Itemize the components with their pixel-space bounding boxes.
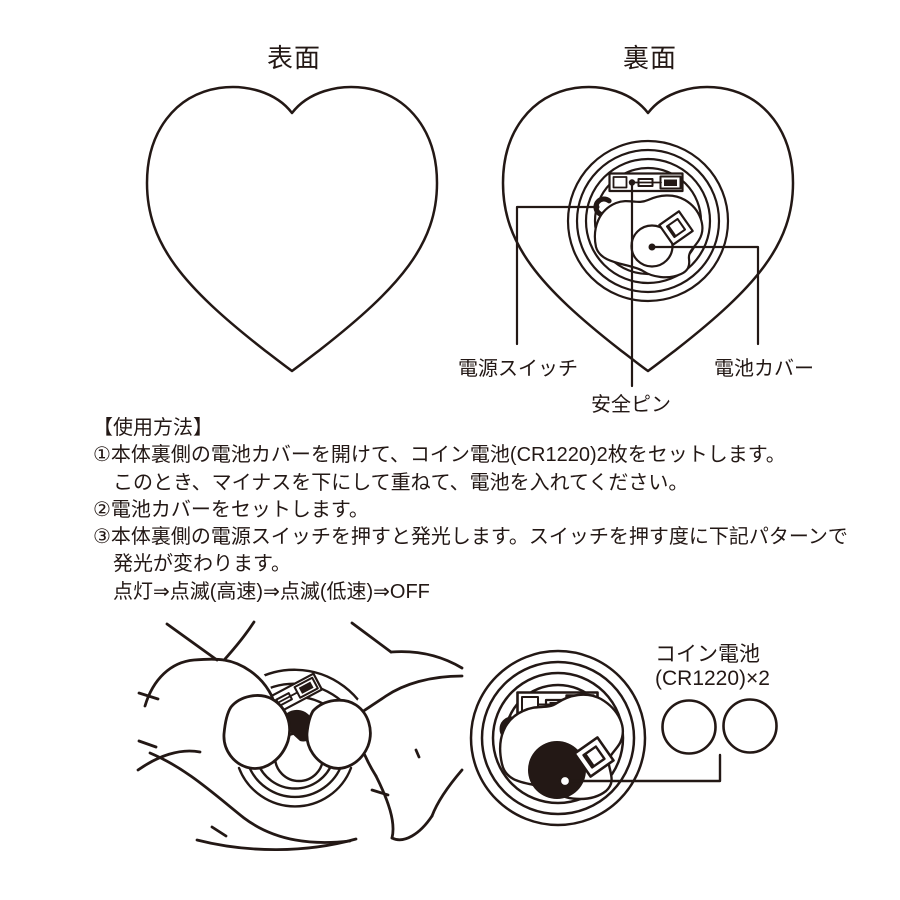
coin-battery-1 — [661, 699, 717, 755]
callout-battery-cover — [648, 243, 760, 346]
callout-coin-battery — [568, 753, 722, 783]
callout-power-switch — [515, 204, 600, 346]
usage-step-3-cont: 発光が変わります。 — [113, 553, 291, 576]
coin-battery-label-line2: (CR1220)×2 — [655, 667, 770, 690]
usage-step-1-cont: このとき、マイナスを下にして重ねて、電池を入れてください。 — [113, 471, 689, 494]
coin-battery-label-line1: コイン電池 — [655, 643, 760, 666]
usage-step-3: ③本体裏側の電源スイッチを押すと発光します。スイッチを押す度に下記パターンで — [93, 526, 848, 549]
usage-instructions: 【使用方法】 ①本体裏側の電池カバーを開けて、コイン電池(CR1220)2枚をセ… — [93, 415, 848, 606]
front-view-title: 表面 — [266, 43, 321, 73]
coin-battery-2 — [722, 698, 778, 754]
open-badge-illustration — [469, 649, 778, 827]
cover-tab-back — [658, 210, 694, 246]
right-fingertip — [305, 698, 372, 770]
usage-pattern-line: 点灯⇒点滅(高速)⇒点滅(低速)⇒OFF — [113, 580, 430, 603]
label-battery-cover: 電池カバー — [714, 358, 814, 380]
usage-step-2: ②電池カバーをセットします。 — [93, 498, 369, 521]
left-fingertip — [222, 694, 291, 770]
heart-back-outline — [501, 85, 795, 373]
coin-battery-in-place — [528, 741, 586, 799]
battery-callout-dot — [558, 774, 572, 788]
hands-illustration — [136, 620, 464, 859]
back-view-title: 裏面 — [622, 43, 677, 73]
safety-pin-back — [608, 172, 684, 193]
coin-battery-label: コイン電池 (CR1220)×2 — [655, 643, 770, 691]
label-safety-pin: 安全ピン — [591, 394, 671, 416]
usage-heading: 【使用方法】 — [93, 417, 213, 439]
usage-step-1: ①本体裏側の電池カバーを開けて、コイン電池(CR1220)2枚をセットします。 — [93, 444, 786, 467]
cover-tab-open — [573, 736, 615, 778]
heart-front-outline — [145, 85, 439, 373]
label-power-switch: 電源スイッチ — [458, 358, 578, 380]
